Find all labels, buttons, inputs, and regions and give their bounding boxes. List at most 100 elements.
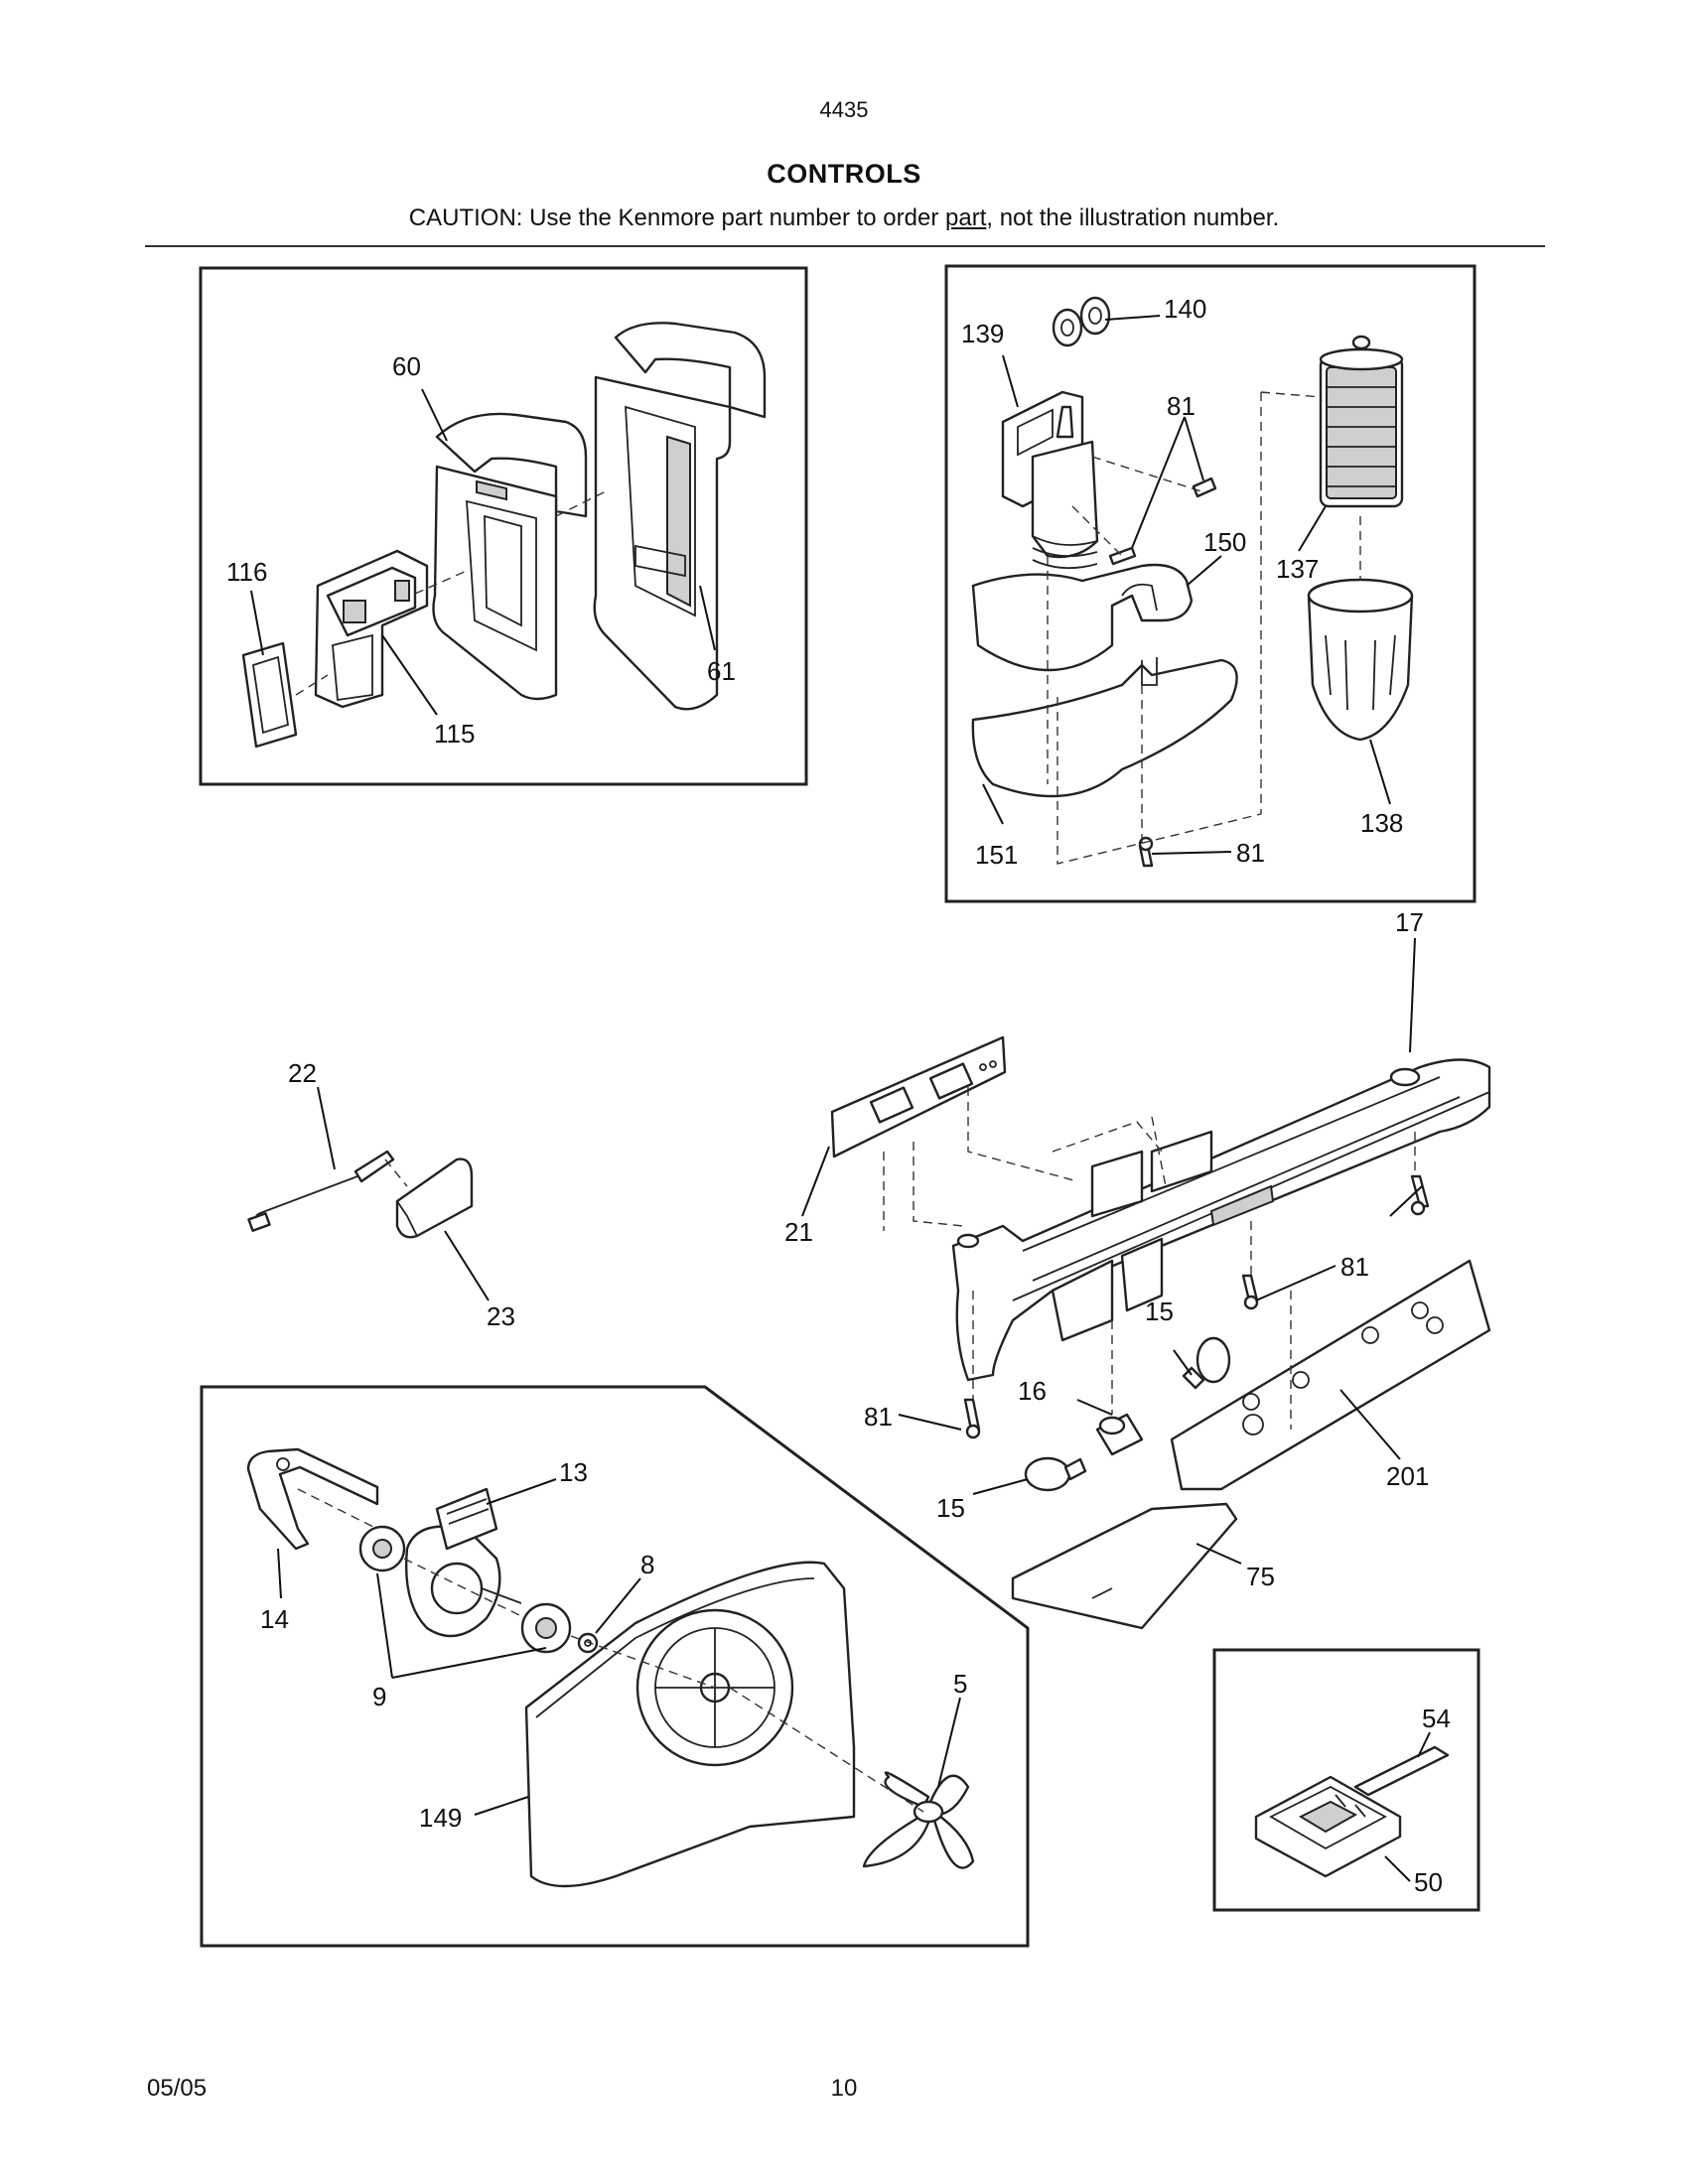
leader-60 xyxy=(421,388,448,442)
callout-13: 13 xyxy=(559,1457,588,1487)
callout-151: 151 xyxy=(975,840,1018,870)
leader-13 xyxy=(486,1478,557,1505)
leader-138 xyxy=(1369,739,1391,805)
leader-201 xyxy=(1339,1389,1401,1460)
callout-8: 8 xyxy=(640,1550,654,1579)
leader-8 xyxy=(595,1577,641,1634)
leader-150 xyxy=(1186,555,1222,587)
part-150-cover xyxy=(971,563,1194,672)
part-60-housing xyxy=(432,412,588,701)
screws-81 xyxy=(1108,477,1217,868)
part-54-bracket xyxy=(1353,1745,1450,1797)
callout-116: 116 xyxy=(226,557,267,587)
leader-116 xyxy=(250,590,264,656)
panel-damper-assembly: 60 61 116 115 xyxy=(199,266,808,786)
callout-81d: 81 xyxy=(864,1402,893,1432)
callout-149: 149 xyxy=(419,1803,462,1833)
part-50-control-box xyxy=(1254,1775,1402,1878)
part-15-bulb-lower xyxy=(1024,1456,1087,1492)
callout-140: 140 xyxy=(1164,294,1206,324)
caution-prefix: CAUTION: Use the Kenmore part number to … xyxy=(408,205,945,231)
callout-14: 14 xyxy=(260,1604,289,1634)
leader-149 xyxy=(474,1796,529,1816)
part-22-thermistor xyxy=(247,1150,395,1232)
callout-15a: 15 xyxy=(1145,1297,1174,1326)
leader-9 xyxy=(376,1572,547,1679)
callout-81a: 81 xyxy=(1167,391,1196,421)
part-140-elbow-fitting xyxy=(1052,296,1111,347)
part-8-washer xyxy=(577,1632,599,1654)
leader-115 xyxy=(381,634,438,716)
part-151-lower-cover xyxy=(971,657,1238,798)
panel-fan-assembly: 13 8 14 9 5 149 xyxy=(200,1385,1030,1948)
panel-border xyxy=(200,1385,1030,1948)
leader-54 xyxy=(1417,1731,1431,1758)
footer-date: 05/05 xyxy=(147,2075,208,2102)
part-116-gasket xyxy=(241,641,298,749)
callout-137: 137 xyxy=(1276,554,1319,584)
callout-9: 9 xyxy=(372,1682,386,1711)
leader-81a xyxy=(1131,416,1204,549)
part-16-lamp-socket xyxy=(1095,1413,1144,1456)
part-23-thermistor-cover xyxy=(395,1158,474,1239)
callout-17: 17 xyxy=(1395,907,1424,937)
leader-139 xyxy=(1002,354,1019,408)
callout-50: 50 xyxy=(1414,1867,1443,1897)
leader-75 xyxy=(1196,1543,1242,1565)
caution-underlined: part xyxy=(945,205,987,231)
callout-115: 115 xyxy=(434,719,475,749)
assembly-dashes xyxy=(883,1087,1416,1430)
leader-15a xyxy=(1173,1349,1193,1376)
part-13-fan-motor xyxy=(405,1487,522,1638)
callout-138: 138 xyxy=(1360,808,1403,838)
leader-140 xyxy=(1104,315,1161,321)
callout-75: 75 xyxy=(1246,1562,1275,1591)
part-115-damper-motor xyxy=(314,549,429,709)
callout-81b: 81 xyxy=(1236,838,1265,868)
part-138-filter-bowl xyxy=(1307,578,1414,742)
callout-5: 5 xyxy=(953,1669,967,1699)
part-139-filter-head xyxy=(1001,390,1099,570)
callout-61: 61 xyxy=(707,656,736,686)
leader-16 xyxy=(1076,1399,1113,1416)
callout-21: 21 xyxy=(784,1217,813,1247)
panel-border xyxy=(944,264,1477,903)
control-housing-group: 17 21 81 15 16 81 15 201 75 xyxy=(784,907,1491,1630)
section-title: CONTROLS xyxy=(767,159,921,189)
leader-81c xyxy=(1255,1185,1423,1301)
part-17-control-housing xyxy=(951,1058,1491,1382)
leader-23 xyxy=(444,1230,490,1301)
part-75-light-shield xyxy=(1011,1502,1238,1630)
part-9-grommets xyxy=(358,1525,572,1654)
leader-22 xyxy=(317,1086,336,1170)
leader-15b xyxy=(972,1478,1029,1495)
callout-150: 150 xyxy=(1203,527,1246,557)
header-rule xyxy=(145,245,1545,247)
panel-border xyxy=(1212,1648,1480,1912)
callout-139: 139 xyxy=(961,319,1004,348)
part-21-display-board xyxy=(830,1035,1007,1159)
leader-81d xyxy=(898,1414,962,1431)
callout-23: 23 xyxy=(487,1301,515,1331)
callout-15b: 15 xyxy=(936,1493,965,1523)
thermistor-group: 22 23 xyxy=(247,1058,515,1331)
callout-16: 16 xyxy=(1018,1376,1047,1406)
assembly-dashes xyxy=(384,1159,408,1187)
callout-201: 201 xyxy=(1386,1461,1429,1491)
panel-water-filter: 140 139 81 150 137 151 81 138 xyxy=(944,264,1477,903)
assembly-dashes xyxy=(297,1488,924,1813)
callout-22: 22 xyxy=(288,1058,317,1088)
assembly-dashes xyxy=(295,490,607,696)
part-149-fan-shroud xyxy=(524,1561,856,1888)
leader-151 xyxy=(982,783,1004,825)
part-137-filter-cartridge xyxy=(1319,335,1404,508)
assembly-dashes xyxy=(1047,391,1361,865)
caution-note: CAUTION: Use the Kenmore part number to … xyxy=(0,205,1688,232)
part-61-housing xyxy=(593,322,767,711)
callout-60: 60 xyxy=(392,351,421,381)
part-15-bulb-upper xyxy=(1182,1336,1231,1390)
leader-61 xyxy=(699,585,716,651)
leader-50 xyxy=(1384,1855,1411,1882)
model-number: 4435 xyxy=(819,97,869,122)
